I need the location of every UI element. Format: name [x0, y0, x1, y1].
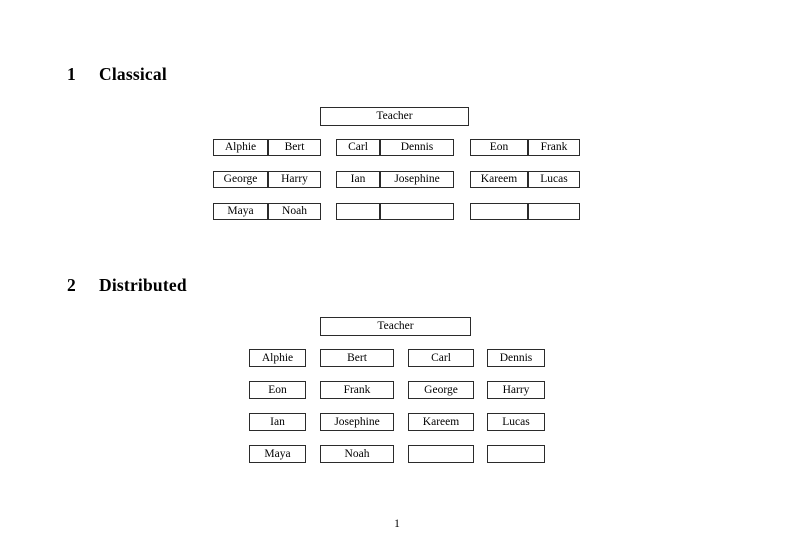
- classical-group-left: Alphie Bert: [213, 139, 321, 156]
- distributed-box[interactable]: Bert: [320, 349, 394, 367]
- table-row: George Harry: [213, 171, 321, 188]
- distributed-box-empty[interactable]: [487, 445, 545, 463]
- classical-cell[interactable]: Josephine: [380, 171, 454, 188]
- classical-cell[interactable]: Dennis: [380, 139, 454, 156]
- classical-cell[interactable]: Kareem: [470, 171, 528, 188]
- table-row: Maya Noah: [213, 203, 321, 220]
- distributed-box[interactable]: Alphie: [249, 349, 306, 367]
- distributed-box-empty[interactable]: [408, 445, 474, 463]
- distributed-box[interactable]: Kareem: [408, 413, 474, 431]
- section-number: 1: [67, 64, 76, 84]
- classical-teacher-box[interactable]: Teacher: [320, 107, 469, 126]
- distributed-box[interactable]: George: [408, 381, 474, 399]
- classical-cell[interactable]: Maya: [213, 203, 268, 220]
- classical-cell[interactable]: Carl: [336, 139, 380, 156]
- distributed-box[interactable]: Lucas: [487, 413, 545, 431]
- classical-cell[interactable]: Bert: [268, 139, 321, 156]
- classical-cell[interactable]: Noah: [268, 203, 321, 220]
- classical-group-middle: Ian Josephine: [336, 171, 454, 188]
- section-title: Classical: [99, 64, 167, 84]
- page-number: 1: [394, 518, 400, 530]
- table-row: [336, 203, 454, 220]
- classical-cell[interactable]: Ian: [336, 171, 380, 188]
- distributed-box[interactable]: Ian: [249, 413, 306, 431]
- classical-group-right: Kareem Lucas: [470, 171, 580, 188]
- classical-group-left: Maya Noah: [213, 203, 321, 220]
- distributed-box[interactable]: Carl: [408, 349, 474, 367]
- distributed-box[interactable]: Josephine: [320, 413, 394, 431]
- classical-cell[interactable]: Lucas: [528, 171, 580, 188]
- classical-group-middle: [336, 203, 454, 220]
- distributed-box[interactable]: Frank: [320, 381, 394, 399]
- table-row: Ian Josephine: [336, 171, 454, 188]
- section-title: Distributed: [99, 275, 187, 295]
- classical-group-right: Eon Frank: [470, 139, 580, 156]
- table-row: [470, 203, 580, 220]
- distributed-box[interactable]: Harry: [487, 381, 545, 399]
- table-row: Kareem Lucas: [470, 171, 580, 188]
- distributed-box[interactable]: Maya: [249, 445, 306, 463]
- table-row: Alphie Bert: [213, 139, 321, 156]
- classical-cell[interactable]: George: [213, 171, 268, 188]
- classical-cell[interactable]: Frank: [528, 139, 580, 156]
- classical-group-left: George Harry: [213, 171, 321, 188]
- distributed-box[interactable]: Eon: [249, 381, 306, 399]
- classical-cell-empty[interactable]: [528, 203, 580, 220]
- classical-cell-empty[interactable]: [470, 203, 528, 220]
- table-row: Carl Dennis: [336, 139, 454, 156]
- section-number: 2: [67, 275, 76, 295]
- distributed-box[interactable]: Noah: [320, 445, 394, 463]
- classical-group-right: [470, 203, 580, 220]
- classical-cell-empty[interactable]: [380, 203, 454, 220]
- distributed-box[interactable]: Dennis: [487, 349, 545, 367]
- classical-cell[interactable]: Eon: [470, 139, 528, 156]
- classical-cell[interactable]: Harry: [268, 171, 321, 188]
- table-row: Eon Frank: [470, 139, 580, 156]
- classical-cell-empty[interactable]: [336, 203, 380, 220]
- section-heading-classical: 1 Classical: [67, 64, 167, 84]
- section-heading-distributed: 2 Distributed: [67, 275, 187, 295]
- classical-cell[interactable]: Alphie: [213, 139, 268, 156]
- classical-group-middle: Carl Dennis: [336, 139, 454, 156]
- distributed-teacher-box[interactable]: Teacher: [320, 317, 471, 336]
